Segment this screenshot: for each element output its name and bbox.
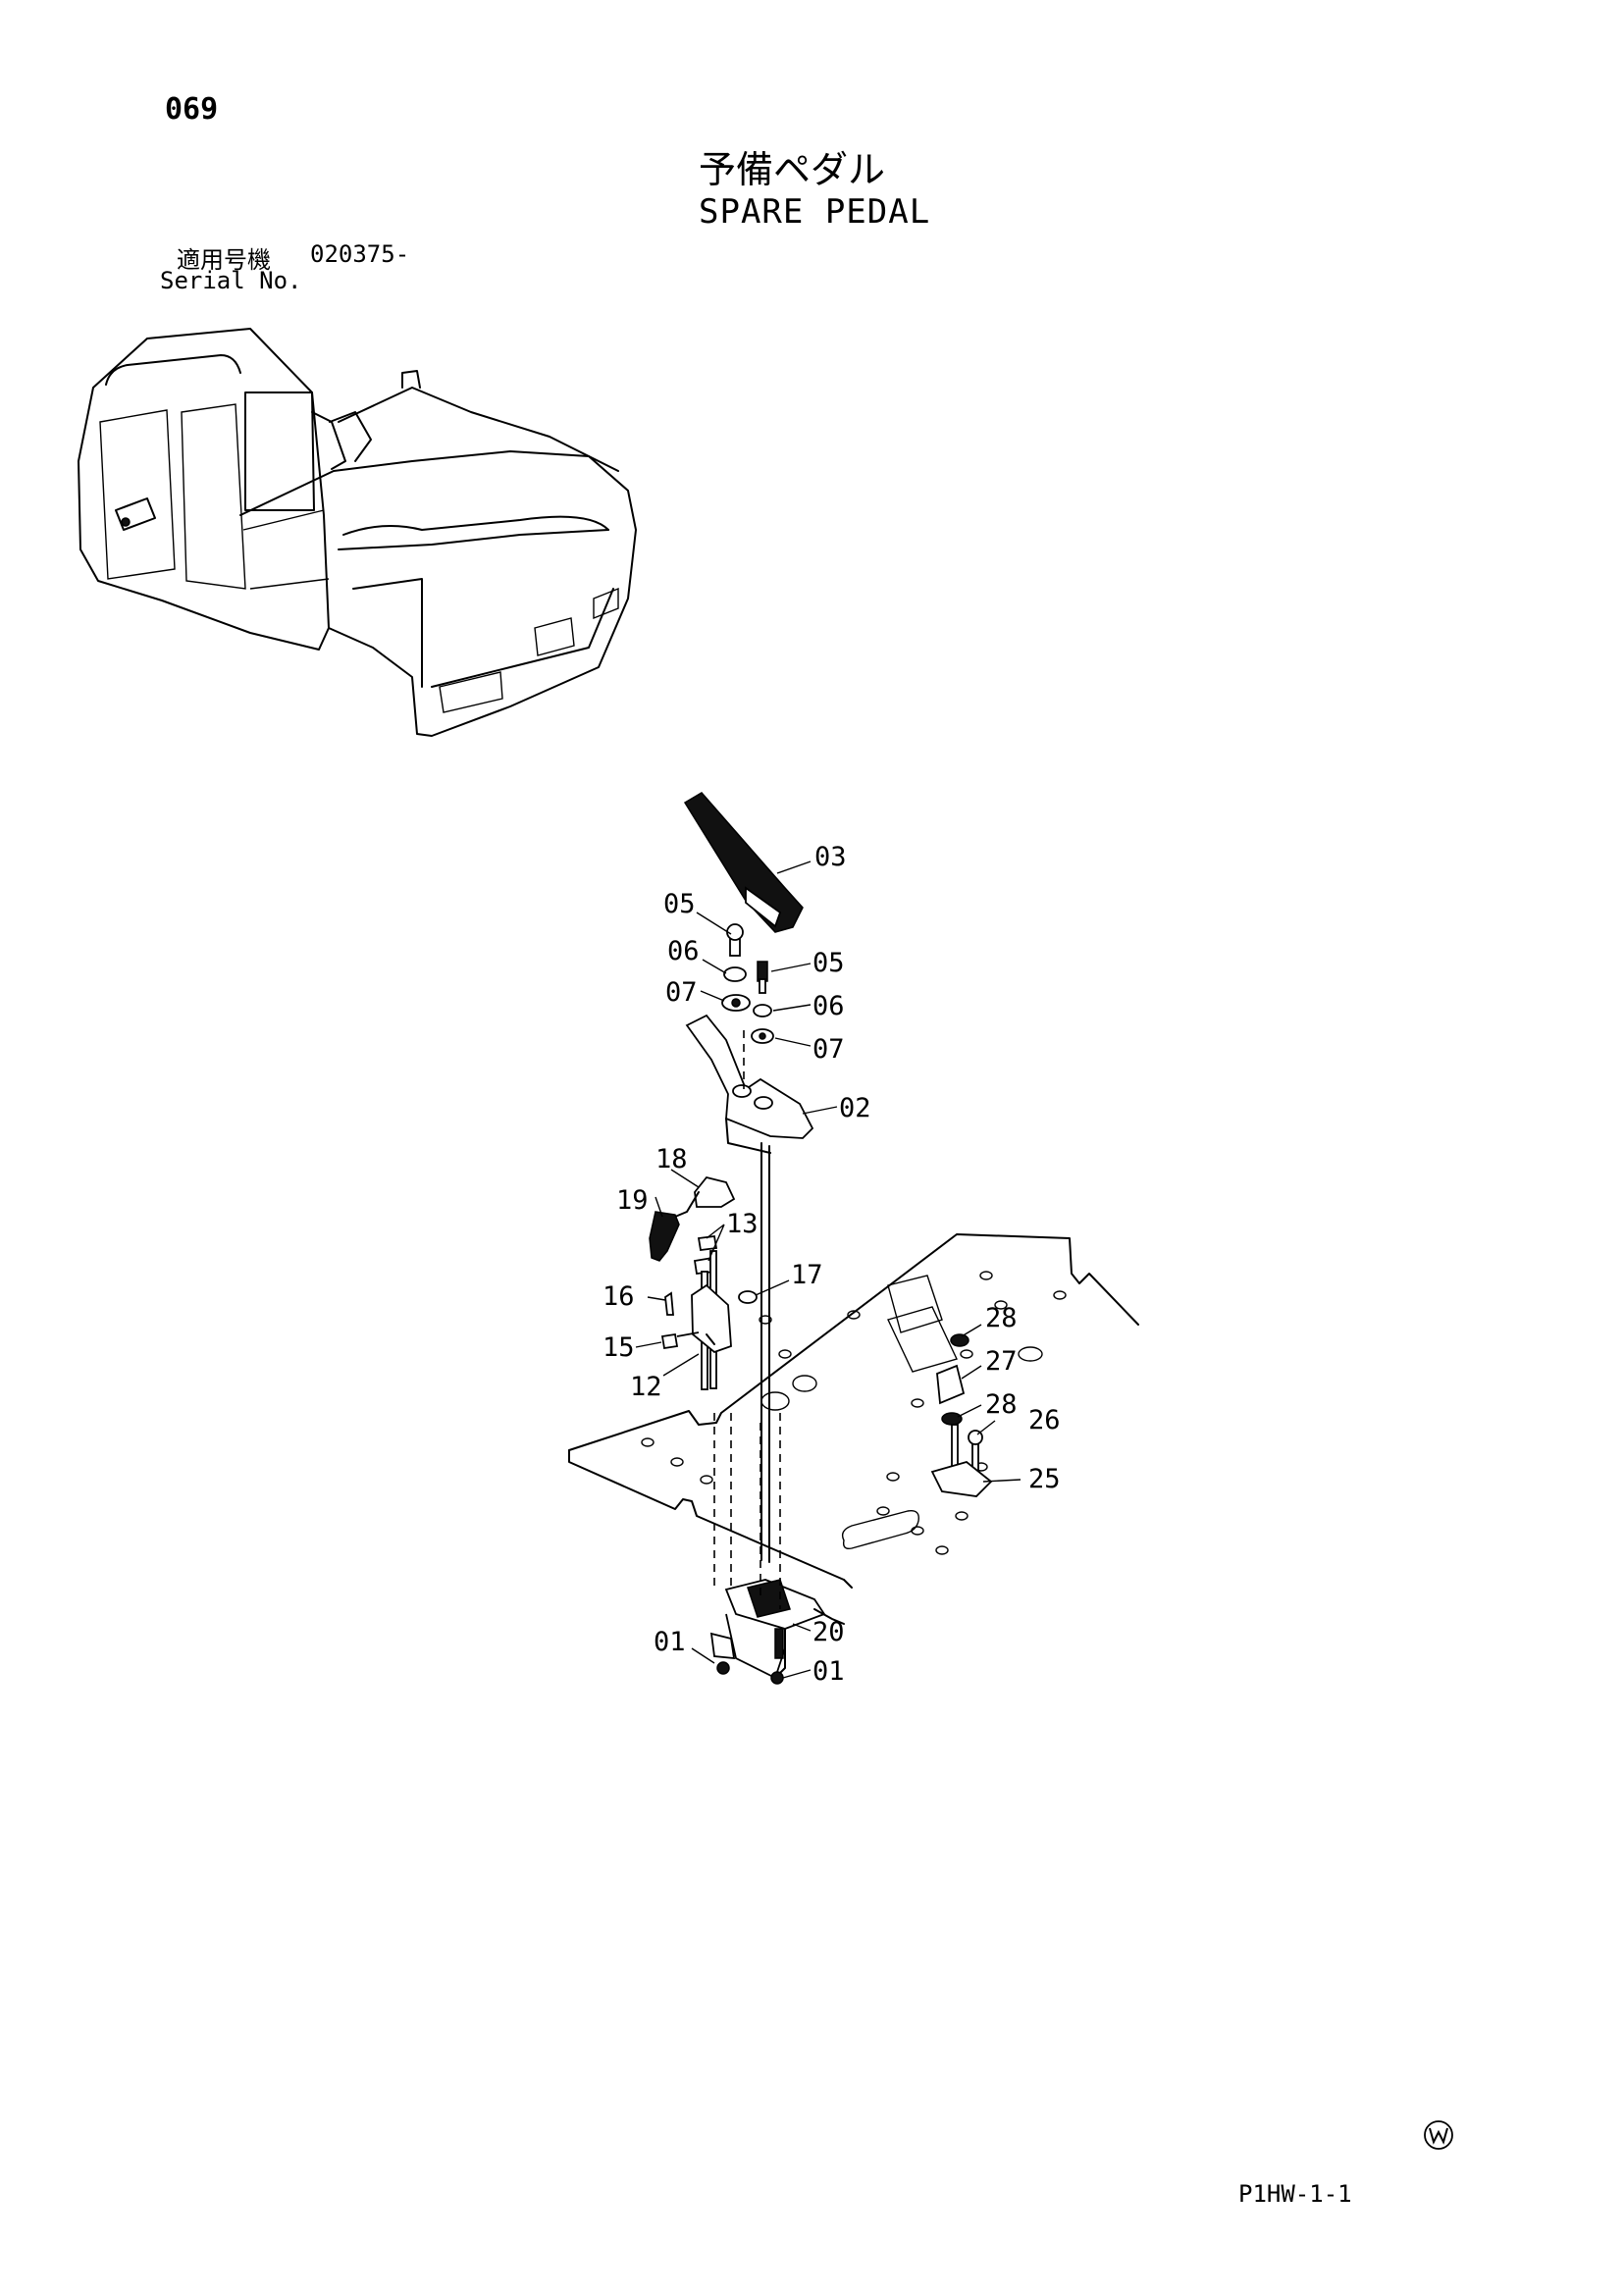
- callout-12: 12: [630, 1372, 662, 1402]
- callout-05-right: 05: [812, 948, 845, 978]
- callout-15: 15: [602, 1332, 635, 1363]
- callout-26: 26: [1028, 1405, 1061, 1435]
- floor-plate: [568, 1233, 1139, 1589]
- callout-03: 03: [814, 842, 847, 872]
- callout-17: 17: [791, 1260, 823, 1290]
- serial-label-english: Serial No.: [160, 267, 302, 294]
- excavator-overview-illustration: [78, 328, 637, 737]
- pedal-assembly: [649, 792, 993, 1685]
- callout-05-upper-left: 05: [663, 889, 696, 919]
- callout-leader-lines: [635, 861, 1022, 1679]
- callout-numbers: 03 05 06 07 05 06 07 02 18 19 13 17 16 1…: [602, 842, 1061, 1687]
- watermark-mark: Ⓦ: [1424, 2120, 1453, 2150]
- page-title-english: SPARE PEDAL: [699, 192, 931, 232]
- callout-06-upper-left: 06: [667, 936, 700, 966]
- callout-27: 27: [985, 1346, 1018, 1377]
- page-number: 069: [165, 92, 219, 127]
- callout-01-right: 01: [812, 1656, 845, 1687]
- page-title-japanese: 予備ペダル: [699, 148, 886, 191]
- callout-07-right: 07: [812, 1034, 845, 1065]
- callout-25: 25: [1028, 1464, 1061, 1494]
- serial-label-japanese: 適用号機: [177, 246, 271, 274]
- callout-28-upper: 28: [985, 1303, 1018, 1333]
- callout-16: 16: [602, 1281, 635, 1312]
- serial-number: 020375-: [310, 240, 410, 268]
- callout-19: 19: [616, 1185, 649, 1216]
- callout-20: 20: [812, 1617, 845, 1647]
- callout-01-left: 01: [654, 1627, 686, 1657]
- callout-13: 13: [726, 1209, 759, 1239]
- callout-06-right: 06: [812, 991, 845, 1021]
- callout-28-lower: 28: [985, 1389, 1018, 1420]
- assembly-dashed-lines: [713, 1030, 781, 1609]
- callout-18: 18: [655, 1144, 688, 1174]
- callout-02: 02: [839, 1093, 871, 1123]
- drawing-code: P1HW-1-1: [1238, 2180, 1352, 2208]
- callout-07-upper-left: 07: [665, 977, 698, 1008]
